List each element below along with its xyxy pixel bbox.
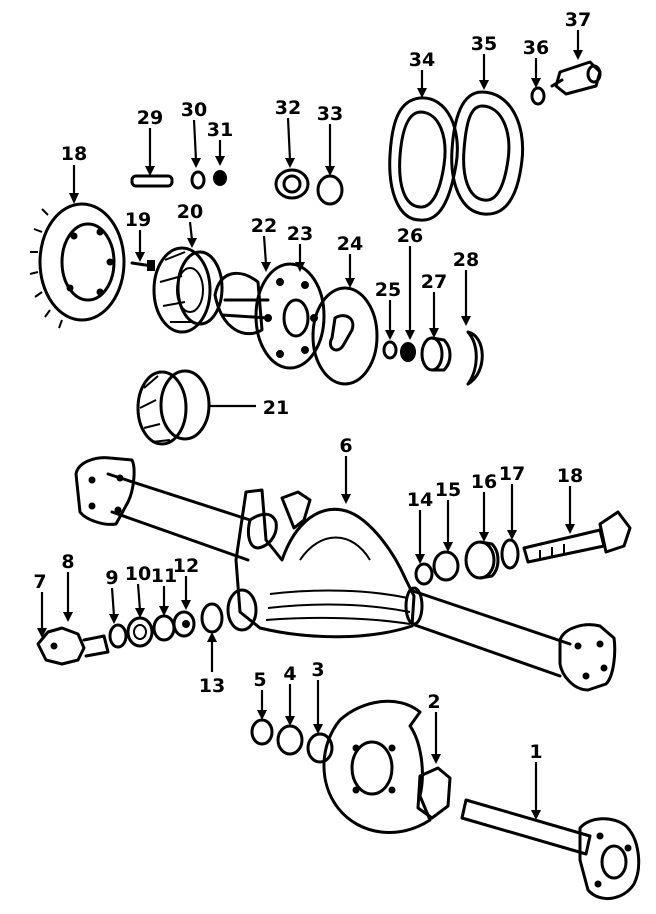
axle-shaft-18 [522, 510, 632, 564]
callout-4: 4 [283, 663, 296, 685]
callout-30: 30 [181, 99, 207, 121]
washer-4 [276, 724, 304, 756]
fill-plug-washer [530, 86, 546, 106]
ring-gear-bolt [130, 260, 155, 271]
callout-15: 15 [435, 479, 461, 501]
callout-1: 1 [529, 741, 542, 763]
fill-plug [550, 60, 602, 96]
callout-14: 14 [407, 489, 433, 511]
callout-23: 23 [287, 223, 313, 245]
callout-6: 6 [339, 435, 352, 457]
carrier-bearing-right [136, 369, 211, 446]
lock-nut [382, 340, 398, 360]
callout-17: 17 [499, 463, 525, 485]
oil-seal-9 [108, 623, 128, 649]
callout-28: 28 [453, 249, 479, 271]
callout-numbers: 1 2 3 4 5 6 7 8 9 10 11 12 13 14 15 16 1… [33, 9, 591, 763]
retainer-17 [500, 538, 520, 570]
lock-bolt [213, 170, 227, 186]
callout-8: 8 [61, 551, 74, 573]
axle-flange-left [36, 626, 110, 666]
callout-34: 34 [409, 49, 435, 71]
pinion-gear [274, 168, 310, 200]
callout-29: 29 [137, 107, 163, 129]
case-flange [254, 262, 326, 370]
callout-11: 11 [151, 565, 177, 587]
pinion-gear-small [400, 342, 416, 362]
callout-leaders [37, 30, 583, 820]
pinion-washer [316, 174, 344, 206]
side-gear [420, 336, 452, 372]
callout-21: 21 [263, 397, 289, 419]
callout-18-ring-gear: 18 [61, 143, 87, 165]
callout-32: 32 [275, 97, 301, 119]
carrier-bearing-left [152, 246, 224, 334]
bearing-15 [432, 550, 460, 582]
callout-19: 19 [125, 209, 151, 231]
callout-16: 16 [471, 471, 497, 493]
thrust-washer [311, 286, 379, 386]
callout-18-axle: 18 [557, 465, 583, 487]
bearing-10 [126, 616, 154, 648]
cross-shaft-pin [130, 174, 174, 188]
cover-gasket [388, 96, 459, 222]
seal-14 [414, 562, 434, 586]
callout-33: 33 [317, 103, 343, 125]
axle-housing [74, 456, 617, 692]
bearing-3 [306, 732, 334, 764]
callout-5: 5 [253, 669, 266, 691]
differential-case [213, 271, 270, 336]
callout-26: 26 [397, 225, 423, 247]
callout-24: 24 [337, 233, 363, 255]
bearing-16 [464, 540, 500, 580]
small-washer [190, 170, 206, 190]
brake-backing-plate [322, 699, 432, 834]
callout-31: 31 [207, 119, 233, 141]
callout-22: 22 [251, 215, 277, 237]
cover-plate [450, 90, 525, 216]
retainer-11 [152, 614, 176, 642]
nut-5 [250, 718, 274, 746]
callout-9: 9 [105, 567, 118, 589]
axle-shaft-1 [460, 798, 641, 900]
callout-3: 3 [311, 659, 324, 681]
bearing-retainer-2 [416, 766, 452, 820]
oil-seal-13 [200, 602, 224, 634]
callout-37: 37 [565, 9, 591, 31]
collar-12 [172, 610, 196, 638]
callout-25: 25 [375, 279, 401, 301]
callout-36: 36 [523, 37, 549, 59]
callout-13: 13 [199, 675, 225, 697]
callout-12: 12 [173, 555, 199, 577]
callout-7: 7 [33, 571, 46, 593]
c-clip [466, 330, 484, 386]
callout-2: 2 [427, 691, 440, 713]
callout-20: 20 [177, 201, 203, 223]
ring-gear [29, 202, 126, 329]
callout-10: 10 [125, 563, 151, 585]
callout-27: 27 [421, 271, 447, 293]
callout-35: 35 [471, 33, 497, 55]
